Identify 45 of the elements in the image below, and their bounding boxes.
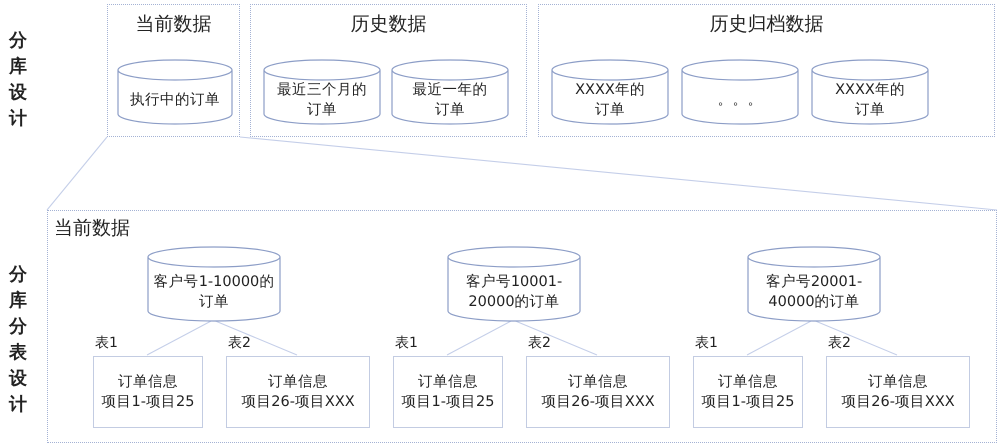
table-box: 订单信息 项目1-项目25 (393, 356, 503, 428)
cylinder-label: 客户号20001-40000的订单 (764, 272, 864, 312)
group-box (47, 210, 997, 443)
database-cylinder (263, 59, 381, 125)
cylinder-label: 客户号1-10000的订单 (153, 272, 275, 312)
group-title: 当前数据 (54, 216, 130, 241)
table-label: 表1 (395, 334, 418, 352)
table-label: 表1 (695, 334, 718, 352)
database-cylinder (391, 59, 509, 125)
cylinder-label: 。。。 (716, 91, 764, 110)
zoom-line (240, 136, 998, 211)
section-label: 分库设计 (8, 29, 28, 131)
cylinder-label: 最近一年的订单 (412, 81, 488, 120)
table-label: 表1 (95, 334, 118, 352)
table-box: 订单信息 项目1-项目25 (693, 356, 803, 428)
group-title: 历史归档数据 (708, 12, 824, 37)
connector-line (746, 320, 814, 356)
database-cylinder (117, 59, 233, 125)
table-label: 表2 (828, 334, 851, 352)
cylinder-label: XXXX年的订单 (834, 81, 906, 120)
database-cylinder (811, 59, 929, 125)
zoom-line (46, 136, 108, 210)
table-label: 表2 (228, 334, 251, 352)
database-cylinder (551, 59, 669, 125)
table-label: 表2 (528, 334, 551, 352)
cylinder-label: XXXX年的订单 (574, 81, 646, 120)
database-cylinder (747, 246, 881, 322)
database-cylinder (147, 246, 281, 322)
section-label: 分库分表设计 (8, 263, 28, 417)
connector-line (146, 320, 214, 356)
table-box: 订单信息 项目26-项目XXX (826, 356, 970, 428)
database-cylinder (447, 246, 581, 322)
cylinder-label: 执行中的订单 (129, 91, 221, 110)
group-box (107, 4, 240, 137)
table-box: 订单信息 项目1-项目25 (93, 356, 203, 428)
group-title: 当前数据 (134, 12, 212, 37)
table-box: 订单信息 项目26-项目XXX (526, 356, 670, 428)
cylinder-label: 最近三个月的订单 (276, 81, 368, 120)
group-box (538, 4, 995, 137)
connector-line (446, 320, 514, 356)
cylinder-label: 客户号10001-20000的订单 (464, 272, 564, 312)
group-box (250, 4, 527, 137)
group-title: 历史数据 (350, 12, 428, 37)
table-box: 订单信息 项目26-项目XXX (226, 356, 370, 428)
database-cylinder (681, 59, 799, 125)
